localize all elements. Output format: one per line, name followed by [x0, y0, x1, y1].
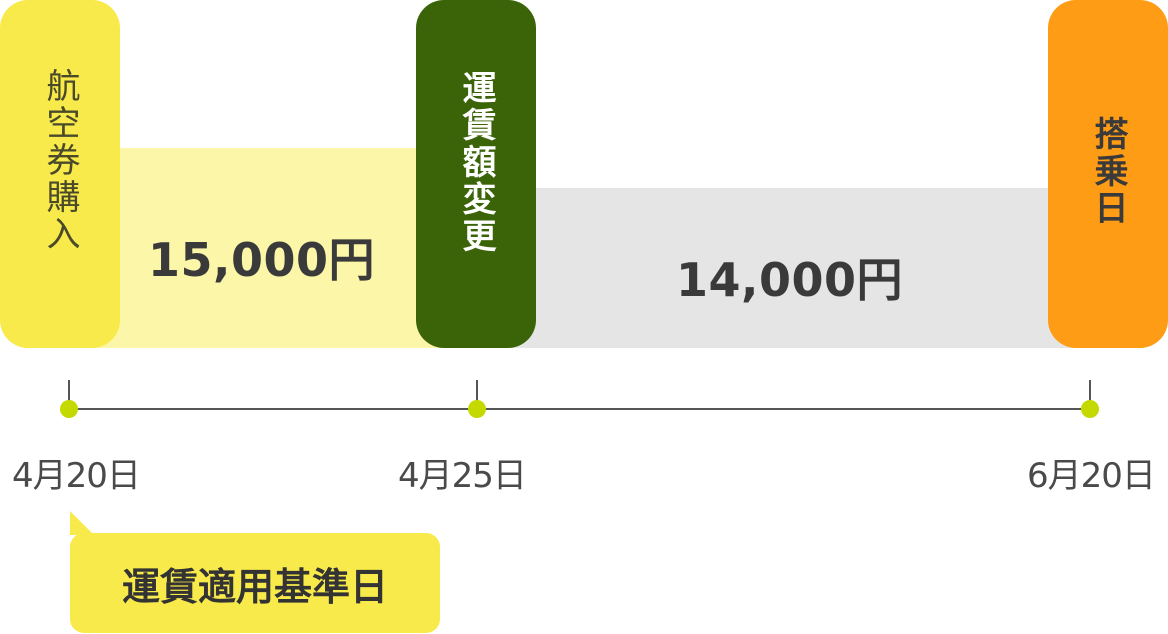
timeline-axis	[69, 408, 1091, 410]
date-purchase: 4月20日	[12, 456, 141, 496]
dot-purchase	[60, 400, 78, 418]
dot-boarding	[1081, 400, 1099, 418]
dot-fare-change	[468, 400, 486, 418]
boarding-event-box: 搭乗日	[1048, 0, 1168, 348]
date-boarding: 6月20日	[1027, 456, 1156, 496]
tick-fare-change	[476, 380, 478, 408]
fare-change-event-box: 運賃額変更	[416, 0, 536, 348]
fare-amount-before: 15,000円	[148, 233, 376, 287]
tick-boarding	[1089, 380, 1091, 408]
purchase-label: 航空券購入	[40, 68, 80, 253]
fare-band-after-change: 14,000円	[500, 188, 1080, 348]
date-fare-change: 4月25日	[398, 456, 527, 496]
fare-band-before-change: 15,000円	[90, 148, 450, 348]
callout-text: 運賃適用基準日	[121, 564, 388, 609]
fare-change-label: 運賃額変更	[456, 70, 496, 255]
callout-pointer	[70, 511, 94, 535]
tick-purchase	[68, 380, 70, 408]
boarding-label: 搭乗日	[1088, 116, 1128, 227]
fare-base-date-callout: 運賃適用基準日	[70, 533, 440, 633]
purchase-event-box: 航空券購入	[0, 0, 120, 348]
fare-amount-after: 14,000円	[676, 253, 904, 307]
